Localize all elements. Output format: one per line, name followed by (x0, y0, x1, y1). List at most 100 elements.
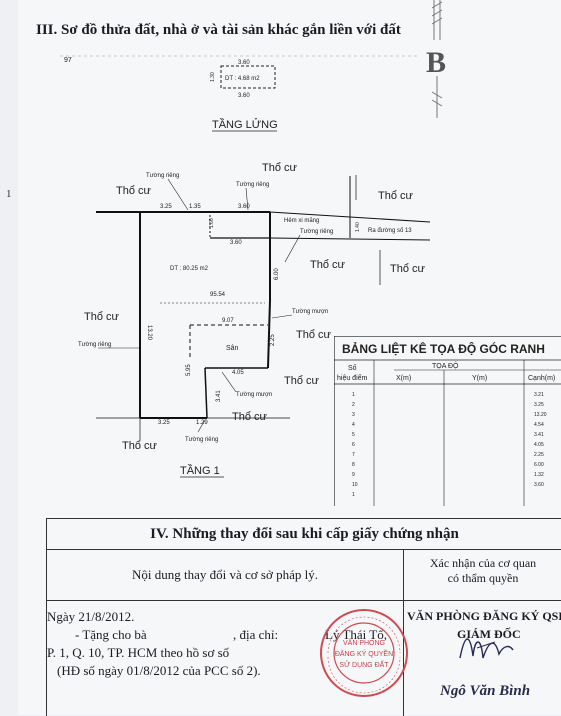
col-x: X(m) (396, 375, 411, 382)
borrowed-wall-label: Tường mượn (292, 309, 328, 315)
inner-value: 95.54 (210, 292, 226, 298)
change-line2: P. 1, Q. 10, TP. HCM theo hồ sơ số (47, 645, 230, 660)
coord-row-edge: 3.21 (534, 392, 544, 398)
coord-row-no: 5 (352, 432, 355, 438)
ground-floor-plan (96, 175, 431, 440)
coord-row-edge: 2.25 (534, 452, 544, 458)
neighbor-label: Thổ cư (122, 440, 158, 452)
wall-label: Tường riêng (185, 437, 218, 443)
coord-row-edge: 3.41 (534, 432, 544, 438)
mezz-area: DT : 4.68 m2 (225, 76, 260, 82)
coord-row-no: 1 (352, 392, 355, 398)
wall-label: Tường riêng (236, 182, 269, 188)
neighbor-label: Thổ cư (378, 190, 414, 202)
certificate-page (18, 0, 561, 715)
neighbor-label: Thổ cư (390, 263, 426, 275)
signer-name: Ngô Văn Bình (440, 683, 531, 699)
dim-bottom-a: 3.25 (158, 420, 170, 426)
neighbor-label: Thổ cư (262, 162, 298, 174)
coord-row-no: 6 (352, 442, 355, 448)
wall-label: Tường riêng (146, 173, 179, 179)
coord-row-no: 4 (352, 422, 355, 428)
neighbor-label: Thổ cư (232, 411, 268, 423)
coordinate-table: BẢNG LIỆT KÊ TỌA ĐỘ GÓC RANH Số hiệu điể… (334, 336, 561, 506)
coord-row-edge: 4.54 (534, 422, 544, 428)
dim-inner-left: 5.95 (186, 364, 192, 376)
svg-text:VĂN PHÒNG: VĂN PHÒNG (343, 638, 385, 647)
col-y: Y(m) (472, 375, 487, 382)
coord-row-no: 9 (352, 472, 355, 478)
confirm-header-line1: Xác nhận của cơ quan (429, 556, 537, 570)
wall-label: Tường riêng (78, 342, 111, 348)
changes-panel: IV. Những thay đổi sau khi cấp giấy chứn… (46, 518, 561, 716)
margin-mark: 1 (6, 188, 12, 200)
alley-label: Hẻm xi măng (284, 218, 319, 224)
dim-mid-inner: 9.07 (222, 318, 234, 324)
coord-row-edge: 3.60 (534, 482, 544, 488)
decorative-letter-emblem: B (426, 0, 446, 118)
wall-label: Tường riêng (300, 229, 333, 235)
office-name: VĂN PHÒNG ĐĂNG KÝ QSDĐ (407, 609, 561, 623)
coord-row-no: 7 (352, 452, 355, 458)
dim-top-c: 3.60 (238, 204, 250, 210)
change-date: Ngày 21/8/2012. (47, 609, 135, 624)
coord-row-no: 8 (352, 462, 355, 468)
dim-right-mid: 2.25 (270, 334, 276, 346)
dim-right-small: 1.40 (355, 222, 361, 232)
svg-text:SỬ DỤNG ĐẤT: SỬ DỤNG ĐẤT (339, 659, 389, 669)
mezzanine-title: TẦNG LỬNG (212, 118, 278, 131)
coord-row-edge: 4.05 (534, 442, 544, 448)
change-line3: (HĐ số ngày 01/8/2012 của PCC số 2). (57, 663, 261, 678)
mezz-dim-top: 3.60 (238, 60, 250, 66)
coord-row-edge: 3.25 (534, 402, 544, 408)
coord-row-no: 3 (352, 412, 355, 418)
coord-row-edge: 1.32 (534, 472, 544, 478)
neighbor-label: Thổ cư (296, 329, 332, 341)
neighbor-label: Thổ cư (310, 259, 346, 271)
borrowed-wall-label: Tường mượn (236, 392, 272, 398)
signature (459, 638, 514, 659)
ground-area: DT : 80.25 m2 (170, 266, 209, 272)
director-role: GIÁM ĐỐC (457, 627, 521, 641)
coord-row-no: 10 (352, 482, 358, 488)
confirm-header-line2: có thẩm quyền (447, 571, 519, 585)
svg-text:ĐĂNG KÝ QUYỀN: ĐĂNG KÝ QUYỀN (335, 648, 393, 658)
change-line1-a: - Tặng cho bà (75, 627, 147, 642)
col-canh: Cạnh(m) (528, 375, 555, 382)
dim-bottom-b: 1.29 (196, 420, 208, 426)
dim-side-b: 3.60 (230, 240, 242, 246)
section-iv-title: IV. Những thay đổi sau khi cấp giấy chứn… (47, 519, 561, 550)
yard-label: Sân (226, 345, 239, 352)
change-line1-c: Lý Thái Tổ, (325, 627, 387, 642)
mezz-dim-side: 1.30 (210, 72, 216, 82)
col-so: Số (348, 363, 357, 372)
neighbor-label: Thổ cư (284, 375, 320, 387)
coord-row-edge: 13.20 (534, 412, 547, 418)
land-plot-diagram: 9 7 3.60 3.60 DT : 4.68 m2 1.30 TẦNG LỬNG (60, 55, 431, 478)
coord-table-title: BẢNG LIỆT KÊ TỌA ĐỘ GÓC RANH (342, 341, 545, 356)
change-line1-b: , địa chỉ: (233, 627, 279, 642)
dim-top-b: 1.35 (189, 204, 201, 210)
neighbor-label: Thổ cư (116, 185, 152, 197)
dim-right-upper: 6.00 (274, 268, 280, 280)
content-column-header: Nội dung thay đổi và cơ sở pháp lý. (47, 550, 404, 600)
coord-row-no: 1 (352, 492, 355, 498)
confirm-column-header: Xác nhận của cơ quan có thẩm quyền (404, 556, 561, 586)
road-label: Ra đường số 13 (368, 228, 412, 234)
col-toa-do: TỌA ĐỘ (432, 361, 459, 370)
coord-row-no: 2 (352, 402, 355, 408)
ground-floor-title: TẦNG 1 (180, 464, 220, 477)
mezz-dim-bottom: 3.60 (238, 93, 250, 99)
dim-top-a: 3.25 (160, 204, 172, 210)
mezzanine-plan: 3.60 3.60 DT : 4.68 m2 1.30 TẦNG LỬNG (210, 60, 278, 132)
dim-side-a: 1.60 (209, 218, 215, 228)
dim-inner-b: 4.05 (232, 370, 244, 376)
neighbor-label: Thổ cư (84, 311, 120, 323)
svg-text:B: B (426, 46, 446, 79)
dim-inner-c: 3.41 (216, 390, 222, 402)
col-hieu-diem: hiệu điểm (337, 374, 368, 382)
official-seal: VĂN PHÒNG ĐĂNG KÝ QUYỀN SỬ DỤNG ĐẤT (320, 609, 408, 697)
coord-row-edge: 6.00 (534, 462, 544, 468)
section-iii-title: III. Sơ đồ thửa đất, nhà ở và tài sản kh… (36, 22, 401, 38)
dim-left-long: 13.20 (146, 325, 152, 341)
